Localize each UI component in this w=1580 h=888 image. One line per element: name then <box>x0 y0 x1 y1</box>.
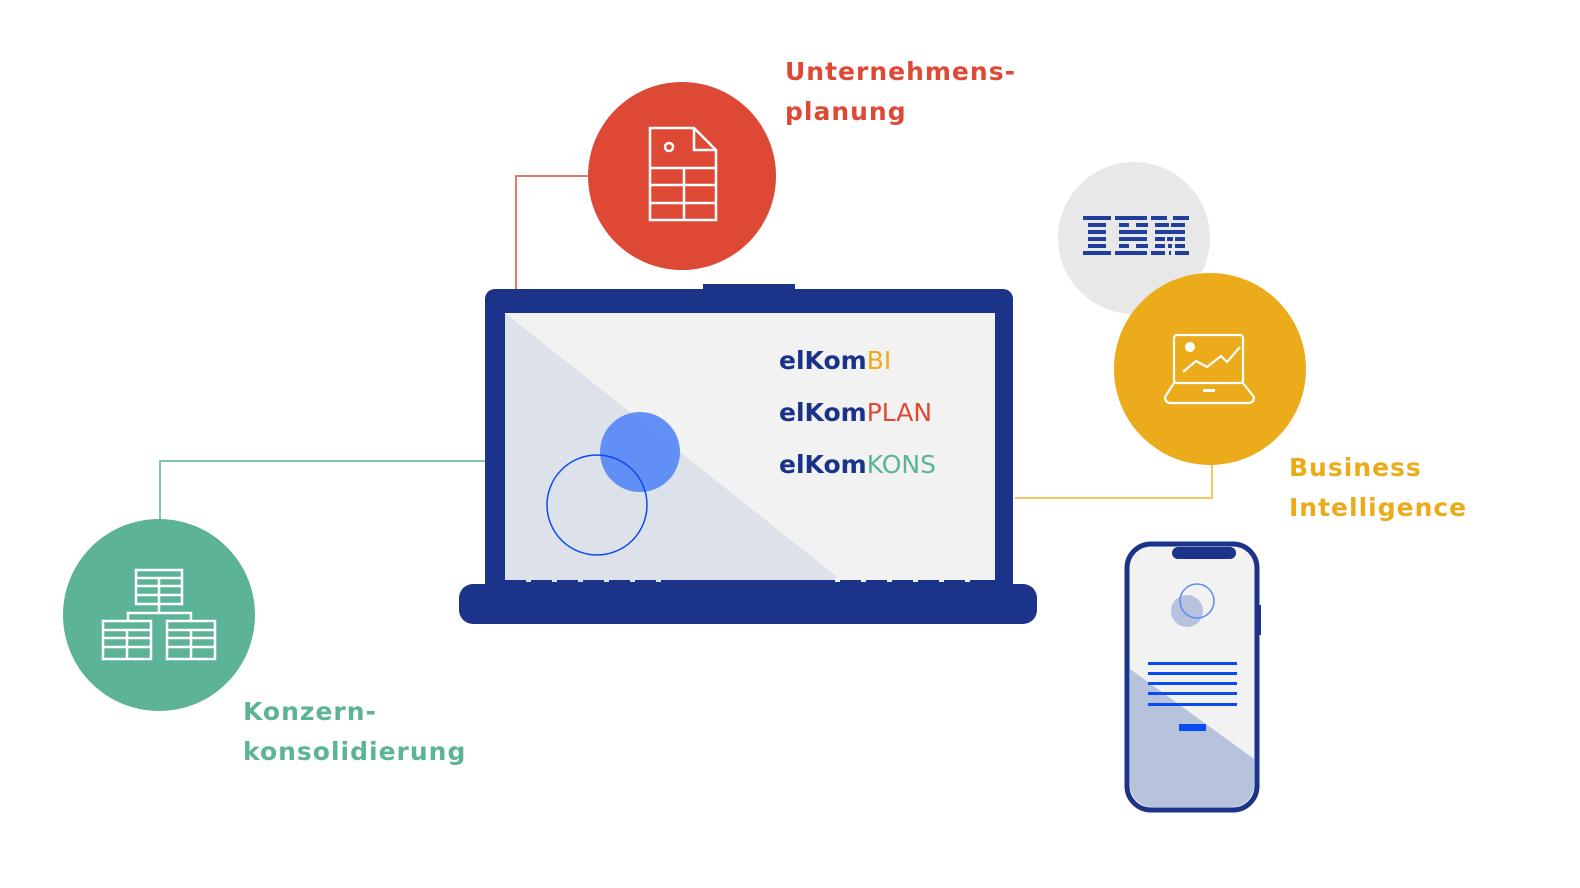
ibm-logo-icon <box>1058 162 1210 314</box>
laptop-illustration <box>459 284 1039 626</box>
laptop-frame <box>459 284 1037 624</box>
connector-planning <box>515 175 592 290</box>
outline-circle-decoration <box>546 454 648 556</box>
consolidation-label-line2: konsolidierung <box>243 737 467 766</box>
product-suffix: PLAN <box>866 398 933 427</box>
planning-module <box>588 82 776 270</box>
filled-circle-decoration <box>600 412 680 492</box>
bi-label-line1: Business <box>1289 453 1422 482</box>
planning-label-line1: Unternehmens- <box>785 57 1016 86</box>
bi-label-line2: Intelligence <box>1289 493 1468 522</box>
smartphone-icon <box>1124 541 1261 813</box>
planning-label-line2: planung <box>785 97 907 126</box>
consolidation-module <box>63 519 255 711</box>
product-prefix: elKom <box>779 450 867 479</box>
product-prefix: elKom <box>779 346 867 375</box>
product-elkomkons: elKomKONS <box>779 452 936 478</box>
ibm-partner <box>1058 162 1210 314</box>
smartphone-illustration <box>1124 541 1264 813</box>
planning-label: Unternehmens- planung <box>785 52 1016 132</box>
product-elkombi: elKomBI <box>779 348 891 374</box>
bi-label: Business Intelligence <box>1289 448 1467 528</box>
hierarchy-tables-icon <box>63 519 255 711</box>
laptop-base <box>459 584 1037 624</box>
connector-bi <box>1015 462 1213 499</box>
bi-module <box>1114 273 1306 465</box>
spreadsheet-document-icon <box>588 82 776 270</box>
product-suffix: BI <box>866 346 892 375</box>
product-elkomplan: elKomPLAN <box>779 400 932 426</box>
laptop-chart-icon <box>1114 273 1306 465</box>
product-prefix: elKom <box>779 398 867 427</box>
consolidation-label-line1: Konzern- <box>243 697 377 726</box>
product-suffix: KONS <box>866 450 936 479</box>
consolidation-label: Konzern- konsolidierung <box>243 692 466 772</box>
connector-consolidation <box>159 460 487 522</box>
